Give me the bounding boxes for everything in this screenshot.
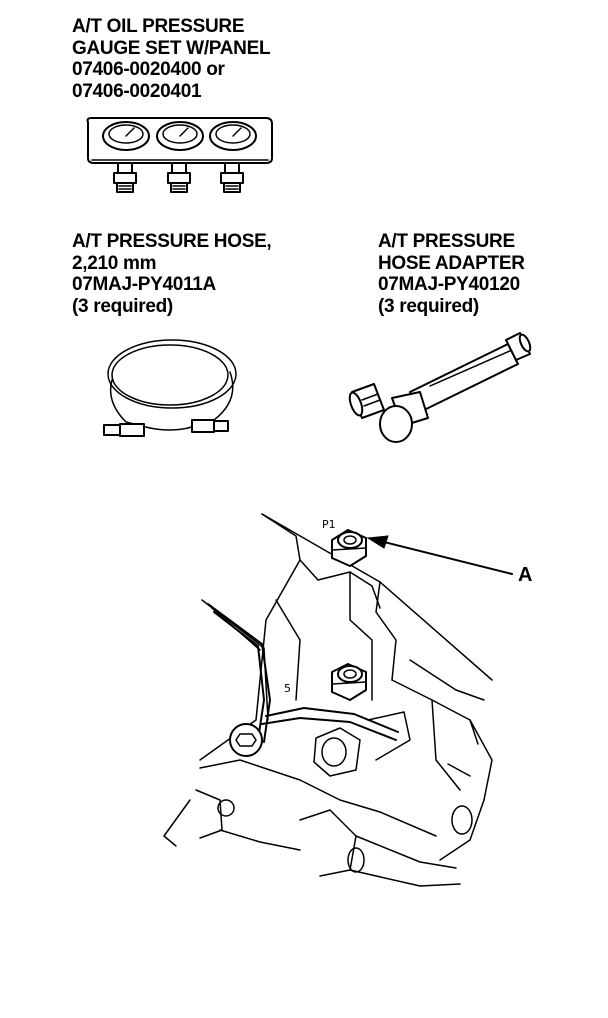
gauge-label-line1: A/T OIL PRESSURE [72, 16, 245, 37]
adapter-label-line4: (3 required) [378, 295, 479, 317]
pressure-port [331, 663, 367, 701]
gauge-label-line4: 07406-0020401 [72, 80, 202, 102]
pressure-port-p1 [331, 529, 367, 567]
gauge-fitting [113, 162, 137, 193]
hose-adapter-label: A/T PRESSURE HOSE ADAPTER 07MAJ-PY40120 … [378, 231, 525, 317]
transmission-diagram: P1 5 [163, 513, 513, 887]
adapter-label-line1: A/T PRESSURE [378, 231, 515, 252]
adapter-label-line3: 07MAJ-PY40120 [378, 274, 520, 295]
hose-label-line4: (3 required) [72, 295, 173, 317]
hose-end-fitting [103, 423, 145, 437]
gauge-dial [209, 121, 257, 151]
pressure-hose-illustration [103, 339, 237, 437]
gauge-dial [102, 121, 150, 151]
gauge-dial [156, 121, 204, 151]
hose-label-line1: A/T PRESSURE HOSE, [72, 231, 272, 252]
adapter-label-line2: HOSE ADAPTER [378, 252, 525, 274]
gauge-label-line2: GAUGE SET W/PANEL [72, 37, 271, 59]
port-label-p1: P1 [322, 518, 336, 531]
pressure-hose-label: A/T PRESSURE HOSE, 2,210 mm 07MAJ-PY4011… [72, 231, 272, 317]
hose-end-fitting [191, 419, 229, 433]
callout-a-label: A [518, 564, 533, 586]
gauge-panel-illustration [86, 117, 273, 193]
hose-label-line3: 07MAJ-PY4011A [72, 274, 216, 295]
gauge-fitting [220, 162, 244, 193]
port-label-5: 5 [284, 682, 291, 695]
gauge-label-line3: 07406-0020400 or [72, 59, 225, 80]
hose-adapter-illustration [348, 332, 532, 443]
hose-label-line2: 2,210 mm [72, 252, 157, 274]
gauge-set-label: A/T OIL PRESSURE GAUGE SET W/PANEL 07406… [72, 16, 271, 102]
gauge-fitting [167, 162, 191, 193]
